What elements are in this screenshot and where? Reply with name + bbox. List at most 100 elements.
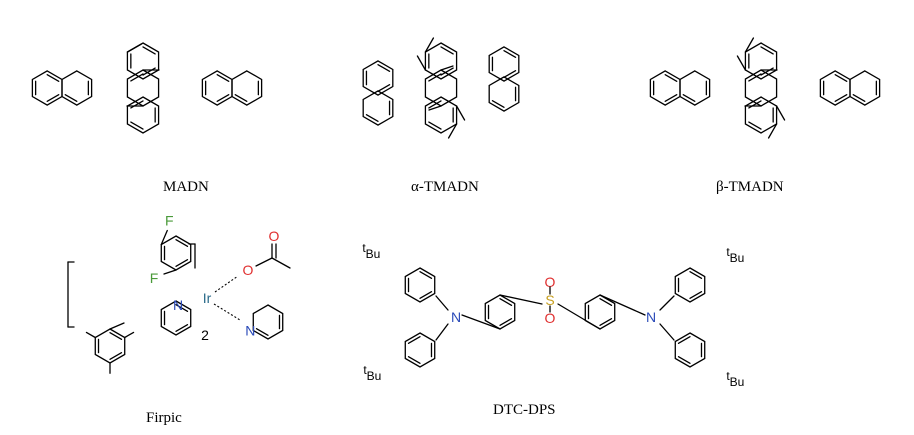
ring: [31, 70, 63, 106]
bond: [416, 55, 427, 71]
nitrogen-label: N: [646, 309, 656, 325]
structure-madn: [31, 42, 263, 134]
bond: [126, 43, 143, 53]
bond: [234, 94, 248, 102]
ring: [160, 235, 192, 271]
bond: [682, 94, 696, 102]
bond: [664, 74, 678, 82]
bond: [491, 100, 505, 108]
bond: [85, 331, 96, 339]
bond: [736, 55, 747, 71]
ring: [201, 70, 233, 106]
bond: [677, 336, 691, 345]
tbu-label: Bu: [366, 247, 381, 261]
bond: [130, 73, 144, 82]
bond: [599, 298, 613, 307]
ring: [231, 70, 263, 106]
ring: [488, 46, 520, 82]
ring: [488, 76, 520, 112]
bond: [440, 67, 454, 76]
bond: [599, 317, 613, 326]
ring: [404, 267, 436, 303]
bond: [175, 304, 189, 313]
sulfur-label: S: [545, 292, 554, 308]
bond: [214, 275, 239, 293]
bond: [428, 73, 442, 82]
bond: [748, 100, 762, 109]
bond: [216, 74, 230, 82]
bond: [834, 94, 848, 102]
bond: [216, 94, 230, 102]
bond: [852, 94, 866, 102]
bond: [440, 65, 454, 71]
bond: [109, 351, 123, 360]
nitrogen-label: N: [245, 323, 255, 339]
bond: [213, 303, 241, 321]
ring: [674, 332, 706, 368]
bond: [760, 46, 774, 55]
bond: [142, 46, 156, 55]
bond: [160, 229, 168, 246]
bond: [124, 331, 135, 339]
bond: [428, 100, 442, 109]
bond: [109, 322, 125, 330]
bond: [419, 271, 433, 280]
ring: [61, 70, 93, 106]
ring: [849, 70, 881, 106]
ring: [160, 300, 192, 336]
bond: [407, 336, 421, 345]
bond: [130, 121, 144, 130]
ring: [126, 96, 160, 134]
bond: [163, 269, 177, 275]
bond: [503, 70, 517, 78]
bond: [767, 123, 778, 139]
bond: [834, 74, 848, 82]
oxygen-label: O: [269, 228, 280, 244]
bond: [435, 323, 449, 341]
ring: [744, 96, 778, 134]
bond: [428, 105, 442, 111]
ring: [252, 304, 284, 340]
bond: [419, 290, 433, 299]
bond: [775, 105, 786, 121]
bond: [499, 298, 513, 307]
bond: [744, 37, 755, 53]
iridium-label: Ir: [203, 290, 212, 306]
bond: [175, 258, 189, 267]
bond: [503, 50, 517, 58]
tbu-label: Bu: [730, 375, 745, 389]
bond: [428, 121, 442, 130]
bond: [760, 67, 774, 76]
bond: [689, 271, 703, 280]
bond: [424, 37, 435, 53]
ring: [362, 60, 394, 96]
ring: [94, 328, 126, 364]
bond: [659, 295, 675, 311]
bond: [109, 332, 123, 341]
nitrogen-label: N: [451, 309, 461, 325]
bond: [175, 239, 189, 248]
bond: [748, 121, 762, 130]
caption-firpic: Firpic: [146, 410, 182, 426]
bond: [689, 290, 703, 299]
oxygen-label: O: [545, 274, 556, 290]
bond: [130, 100, 144, 109]
bond: [455, 105, 466, 121]
bond: [677, 355, 691, 364]
bond: [377, 64, 391, 72]
ring: [819, 70, 851, 106]
bond: [46, 74, 60, 82]
bond: [435, 295, 449, 311]
bond: [407, 355, 421, 364]
bond: [46, 94, 60, 102]
bond: [499, 317, 513, 326]
bond: [255, 327, 269, 336]
tbu-label: Bu: [367, 369, 382, 383]
bond: [440, 46, 454, 55]
oxygen-label: O: [545, 310, 556, 326]
caption-madn: MADN: [163, 179, 209, 195]
tbu-label: t: [363, 363, 367, 377]
tbu-label: Bu: [730, 251, 745, 265]
